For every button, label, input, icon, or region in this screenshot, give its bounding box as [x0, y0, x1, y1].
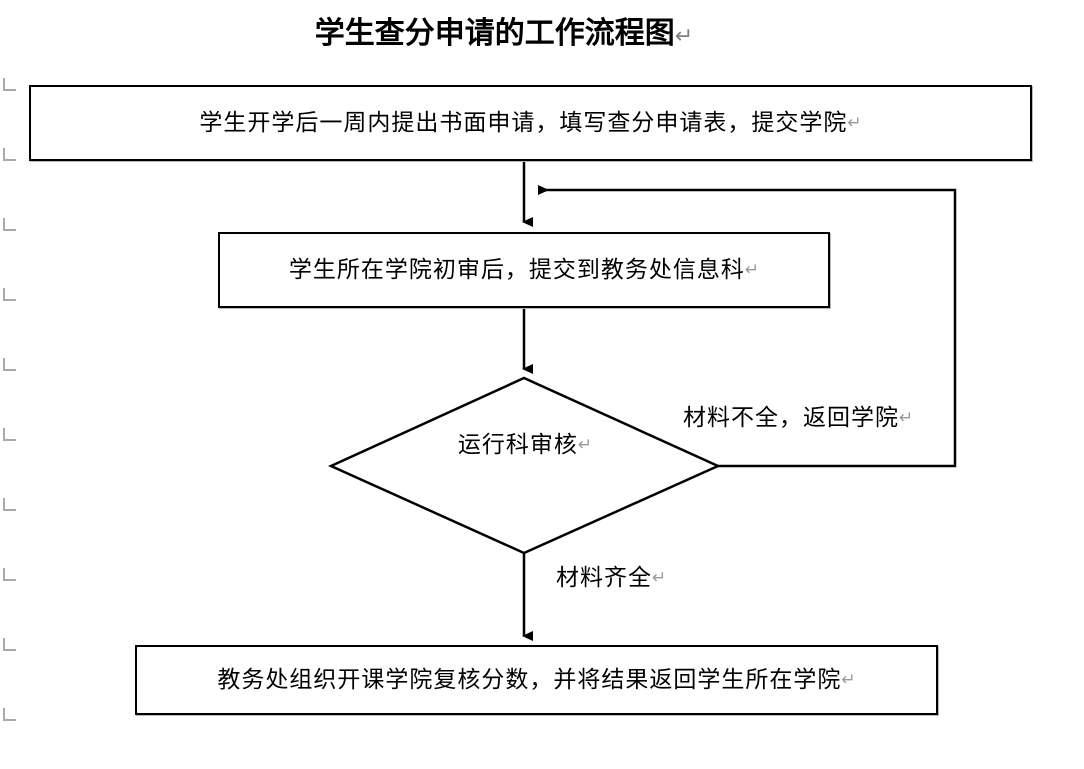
line-break-mark-icon [3, 638, 16, 651]
flow-node-recheck-score[interactable]: 教务处组织开课学院复核分数，并将结果返回学生所在学院↵ [135, 645, 938, 715]
line-break-mark-icon [3, 218, 16, 231]
line-break-mark-icon [3, 148, 16, 161]
edge-label-complete: 材料齐全↵ [556, 563, 666, 593]
line-break-mark-icon [3, 498, 16, 511]
flow-node-recheck-score-label: 教务处组织开课学院复核分数，并将结果返回学生所在学院↵ [217, 665, 855, 695]
edge-label-complete-text: 材料齐全 [556, 565, 652, 591]
line-break-mark-icon [3, 358, 16, 371]
page-title-text: 学生查分申请的工作流程图 [314, 16, 675, 51]
line-break-mark-icon [3, 428, 16, 441]
flow-node-operations-audit-text: 运行科审核 [457, 432, 578, 458]
line-break-mark-icon [3, 78, 16, 91]
paragraph-mark-icon: ↵ [744, 260, 760, 280]
line-break-mark-icon [3, 708, 16, 721]
flow-node-college-review-text: 学生所在学院初审后，提交到教务处信息科 [288, 257, 745, 283]
page-title: 学生查分申请的工作流程图↵ [0, 14, 1008, 57]
decision-diamond-shape [327, 376, 722, 555]
paragraph-mark-icon: ↵ [674, 24, 694, 49]
flow-node-apply[interactable]: 学生开学后一周内提出书面申请，填写查分申请表，提交学院↵ [29, 85, 1032, 161]
line-break-mark-icon [3, 568, 16, 581]
flow-node-college-review-label: 学生所在学院初审后，提交到教务处信息科↵ [289, 255, 759, 285]
flow-node-apply-text: 学生开学后一周内提出书面申请，填写查分申请表，提交学院 [199, 110, 848, 136]
paragraph-mark-icon: ↵ [577, 435, 593, 455]
edge-label-incomplete: 材料不全，返回学院↵ [683, 403, 913, 433]
paragraph-mark-icon: ↵ [652, 568, 667, 588]
paragraph-mark-icon: ↵ [841, 670, 856, 690]
flow-node-apply-label: 学生开学后一周内提出书面申请，填写查分申请表，提交学院↵ [199, 108, 861, 138]
flow-node-college-review[interactable]: 学生所在学院初审后，提交到教务处信息科↵ [218, 232, 830, 308]
flow-node-operations-audit[interactable]: 运行科审核↵ [332, 430, 718, 460]
edge-label-incomplete-text: 材料不全，返回学院 [683, 405, 899, 431]
paragraph-mark-icon: ↵ [847, 113, 862, 133]
connector-feedback-loop [538, 185, 957, 468]
paragraph-mark-icon: ↵ [899, 408, 914, 428]
flow-node-recheck-score-text: 教务处组织开课学院复核分数，并将结果返回学生所在学院 [217, 667, 842, 693]
line-break-mark-icon [3, 288, 16, 301]
